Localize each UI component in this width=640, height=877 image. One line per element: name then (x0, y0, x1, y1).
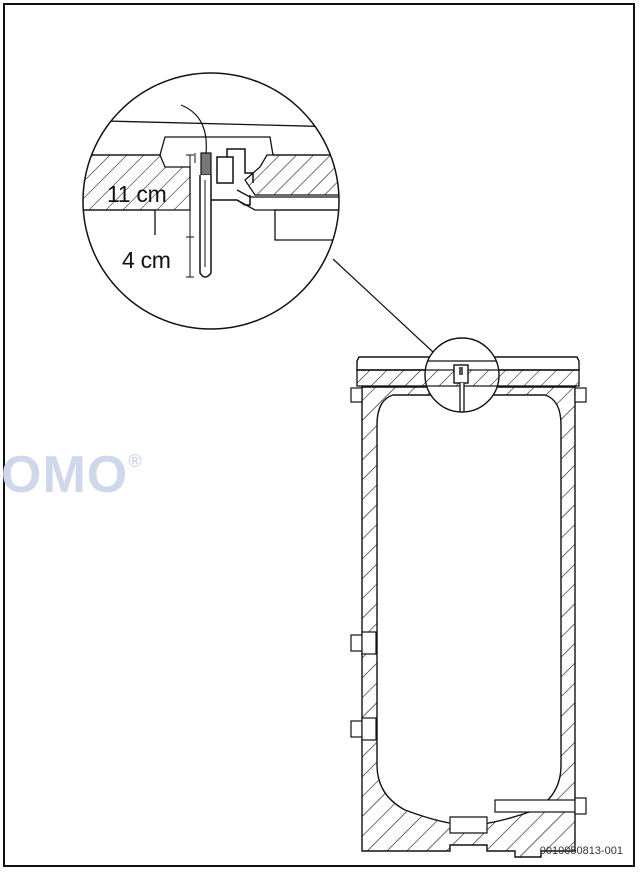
watermark-logo: OMO® (1, 446, 143, 504)
dimension-label-4cm: 4 cm (122, 247, 171, 273)
leader-line (332, 258, 434, 353)
detail-marker-circle (424, 337, 500, 413)
dimension-label-11cm: 11 cm (107, 181, 167, 207)
figure-id: 0010050813-001 (539, 845, 623, 857)
technical-diagram (82, 72, 587, 858)
figure-frame: 11 cm 4 cm OMO® 0010050813-001 (1, 3, 635, 867)
detail-zoom-view (82, 72, 340, 330)
water-tank-section (350, 356, 587, 858)
